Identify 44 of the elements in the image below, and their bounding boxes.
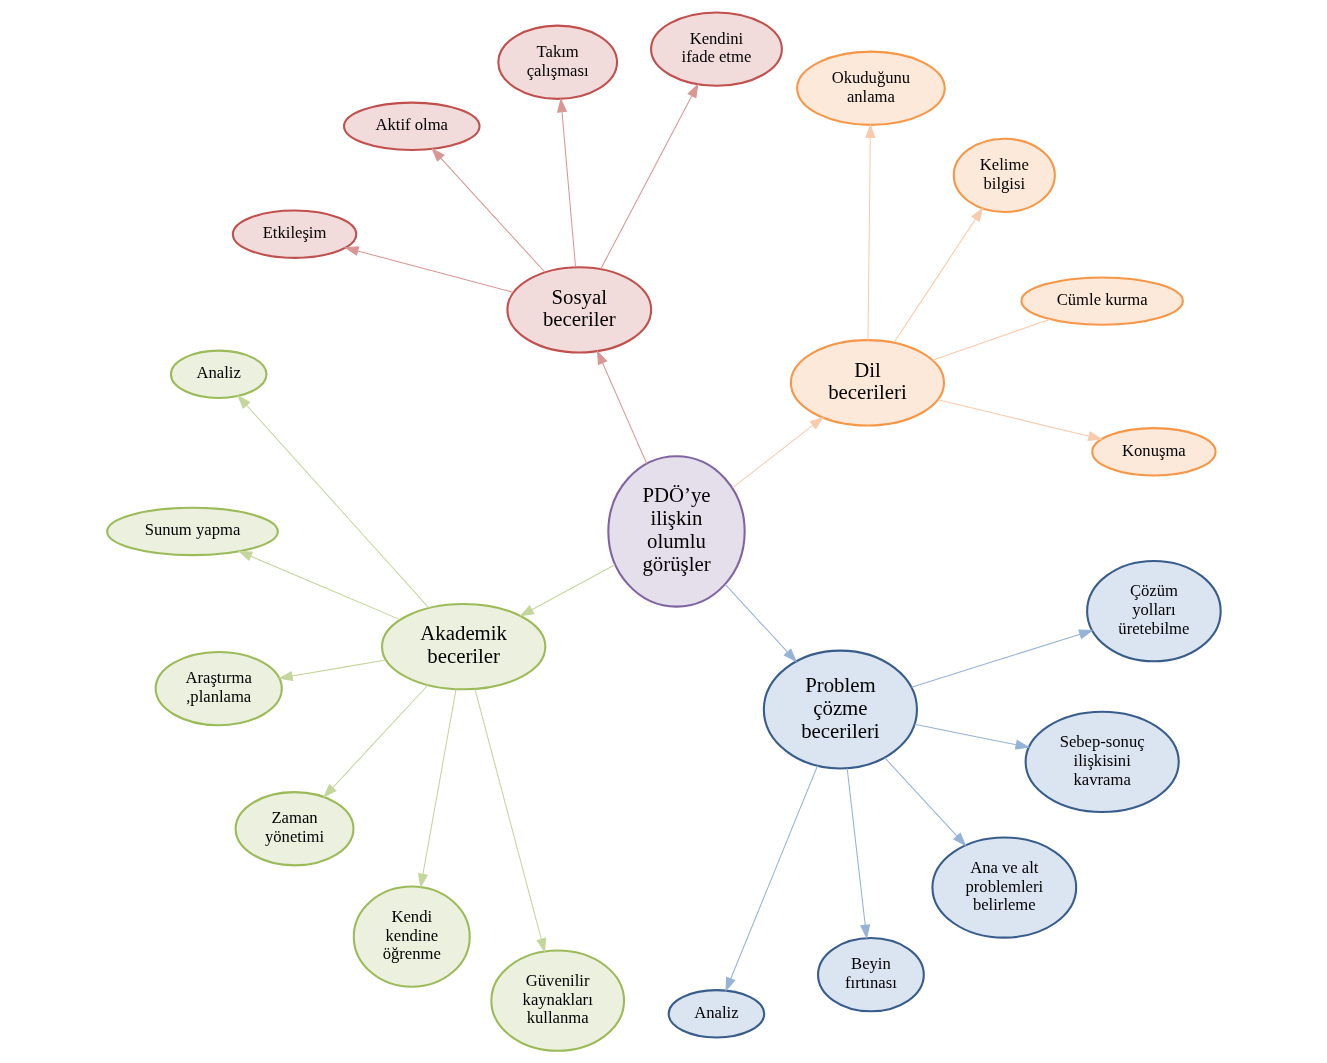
node-ellipse: Ana ve alt problemleri belirleme xyxy=(930,836,1077,939)
arrow xyxy=(731,416,824,489)
node-circle: PDÖ’ye ilişkin olumlu görüşler xyxy=(606,455,746,608)
arrow xyxy=(417,688,457,889)
node-ellipse: Zaman yönetimi xyxy=(234,791,354,867)
arrow xyxy=(883,757,967,847)
node-ellipse: Takım çalışması xyxy=(496,24,618,100)
node-ellipse: Kendi kendine öğrenme xyxy=(352,885,471,988)
arrow xyxy=(596,349,647,465)
node-ellipse: Analiz xyxy=(169,349,268,400)
connector xyxy=(931,318,1050,361)
arrow xyxy=(724,765,818,992)
arrow xyxy=(864,123,875,341)
arrow xyxy=(556,97,576,268)
node-ellipse: Kendini ifade etme xyxy=(649,11,783,87)
node-ellipse: Cümle kurma xyxy=(1019,276,1184,326)
node-ellipse: Analiz xyxy=(667,989,765,1039)
node-ellipse: Sunum yapma xyxy=(105,506,279,557)
arrow xyxy=(724,583,797,663)
arrow xyxy=(322,684,428,798)
node-ellipse: Aktif olma xyxy=(342,101,481,151)
node-ellipse: Çözüm yolları üretebilme xyxy=(1085,560,1222,663)
node-ellipse: Kelime bilgisi xyxy=(952,137,1056,214)
arrow xyxy=(893,207,983,343)
arrow xyxy=(846,767,870,940)
node-ellipse: Araştırma ,planlama xyxy=(154,650,283,727)
node-ellipse: Sebep-sonuç ilişkisini kavrama xyxy=(1024,710,1180,813)
node-ellipse: Sosyal beceriler xyxy=(505,266,652,354)
arrow xyxy=(913,723,1030,750)
arrow xyxy=(236,394,429,609)
arrow xyxy=(599,83,699,270)
arrow xyxy=(343,246,514,293)
arrow xyxy=(473,688,546,953)
node-ellipse: Dil becerileri xyxy=(789,339,945,427)
arrow xyxy=(237,550,401,621)
arrow xyxy=(910,629,1094,688)
arrow xyxy=(430,147,545,273)
arrow xyxy=(277,659,386,681)
arrow xyxy=(518,564,615,617)
node-ellipse: Konuşma xyxy=(1090,427,1217,477)
node-ellipse: Güvenilir kaynakları kullanma xyxy=(489,949,625,1052)
arrow xyxy=(936,399,1103,442)
node-ellipse: Okuduğunu anlama xyxy=(795,50,946,126)
node-ellipse: Beyin fırtınası xyxy=(816,937,925,1013)
